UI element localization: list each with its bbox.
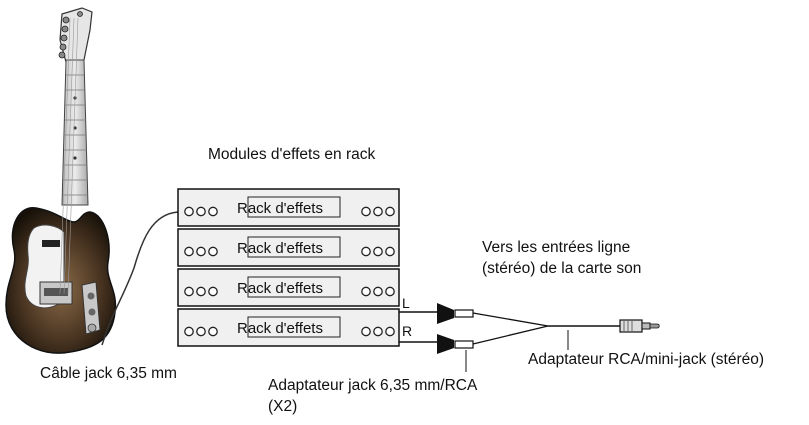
destination-label-line1: Vers les entrées ligne xyxy=(482,239,631,256)
rack-knob-icon xyxy=(196,246,206,257)
rack-unit-label: Rack d'effets xyxy=(237,280,323,297)
rack-knob-icon xyxy=(385,286,395,297)
rack-title: Modules d'effets en rack xyxy=(208,146,376,163)
rack-knob-icon xyxy=(385,246,395,257)
jack-adapter-label-line2: (X2) xyxy=(268,398,298,415)
rack-unit-4: Rack d'effets xyxy=(177,308,400,347)
rack-knob-icon xyxy=(208,246,218,257)
rack-knob-icon xyxy=(373,286,383,297)
destination-label-line2: (stéréo) de la carte son xyxy=(482,260,642,277)
rack-knob-icon xyxy=(196,286,206,297)
rack-knob-icon xyxy=(361,286,371,297)
minijack-adapter-label: Adaptateur RCA/mini-jack (stéréo) xyxy=(528,351,765,368)
rack-knob-icon xyxy=(184,206,194,217)
rack-knob-icon xyxy=(208,286,218,297)
rack-knob-icon xyxy=(361,206,371,217)
minijack-plug-icon xyxy=(619,319,660,333)
rack-knob-icon xyxy=(385,206,395,217)
electric-guitar-icon xyxy=(5,7,117,354)
rack-knob-icon xyxy=(184,246,194,257)
rack-knob-icon xyxy=(361,246,371,257)
rack-knob-icon xyxy=(208,326,218,337)
guitar-cable xyxy=(101,211,179,346)
rack-knob-icon xyxy=(361,326,371,337)
jack-adapter-label-line1: Adaptateur jack 6,35 mm/RCA xyxy=(268,377,478,394)
rack-unit-3: Rack d'effets xyxy=(177,268,400,307)
rack-unit-1: Rack d'effets xyxy=(177,188,400,227)
jack-rca-adapter-icon xyxy=(437,303,474,354)
rack-knob-icon xyxy=(196,326,206,337)
rack-unit-label: Rack d'effets xyxy=(237,240,323,257)
rack-knob-icon xyxy=(385,326,395,337)
rack-knob-icon xyxy=(373,206,383,217)
rack-knob-icon xyxy=(196,206,206,217)
guitar-cable-label: Câble jack 6,35 mm xyxy=(40,365,177,382)
rack-knob-icon xyxy=(208,206,218,217)
rack-unit-2: Rack d'effets xyxy=(177,228,400,267)
channel-left-label: L xyxy=(402,295,410,311)
rack-knob-icon xyxy=(373,326,383,337)
rack-knob-icon xyxy=(184,286,194,297)
rack-unit-label: Rack d'effets xyxy=(237,320,323,337)
channel-right-label: R xyxy=(402,323,412,339)
rack-knob-icon xyxy=(373,246,383,257)
rack-unit-label: Rack d'effets xyxy=(237,200,323,217)
rack-knob-icon xyxy=(184,326,194,337)
